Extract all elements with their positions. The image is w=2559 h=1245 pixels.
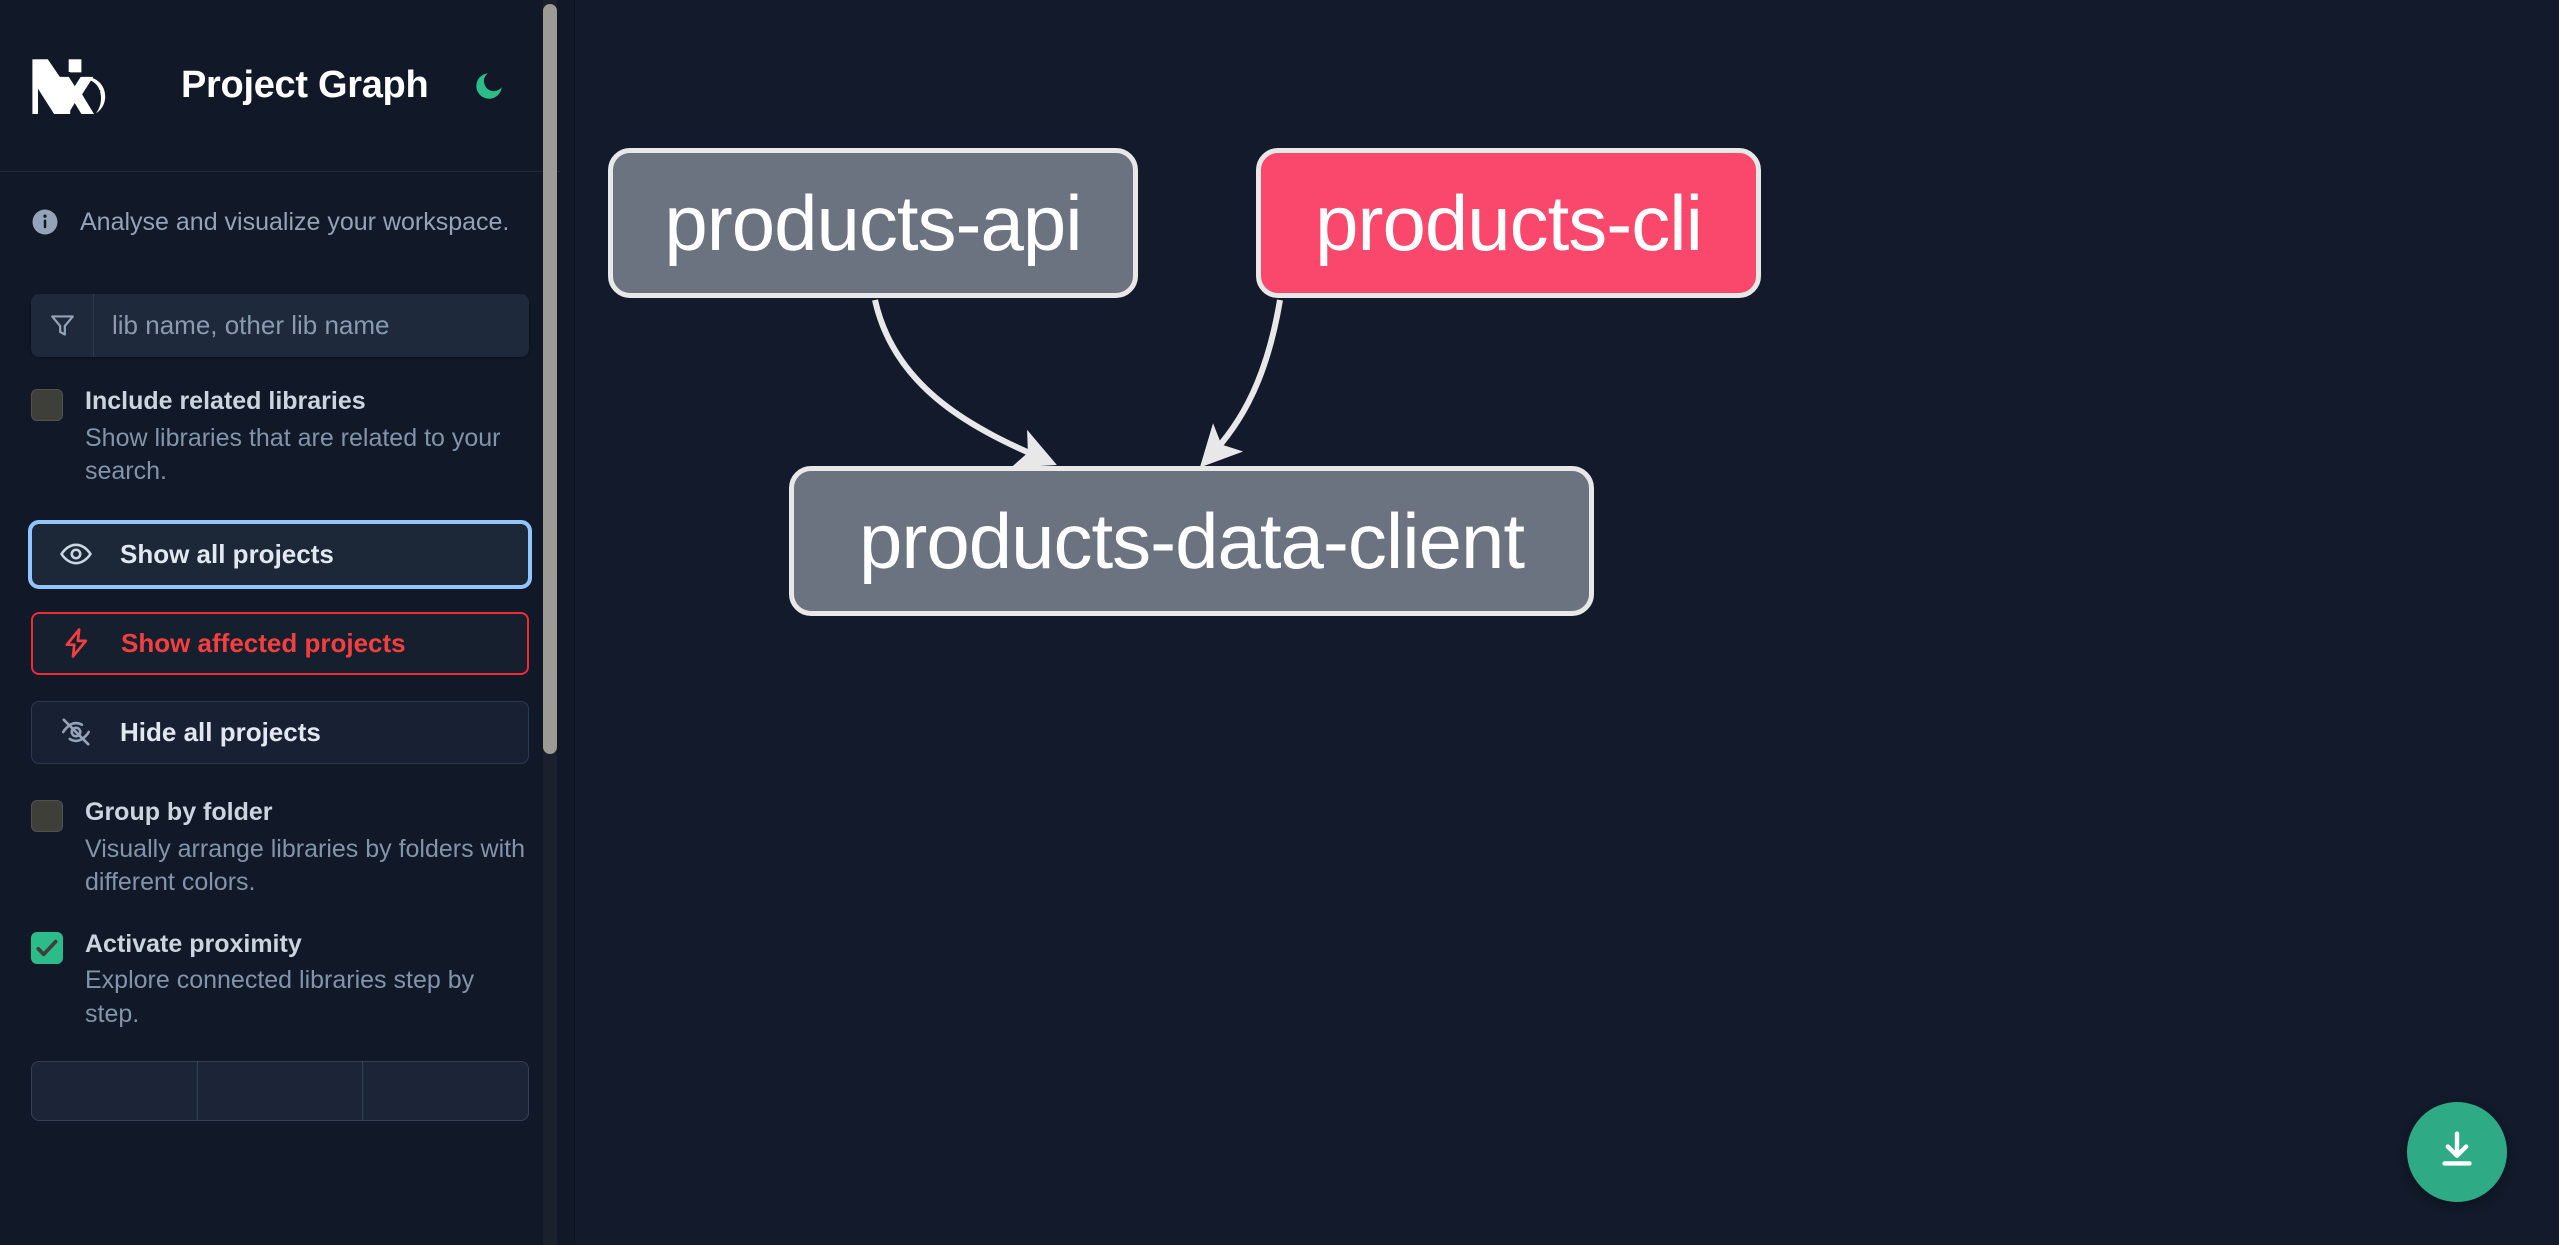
- checkbox-label-activate-proximity: Activate proximity: [85, 929, 302, 958]
- eye-off-icon: [56, 712, 96, 752]
- graph-edges: [872, 299, 1283, 468]
- checkbox-description-include-related-libraries: Show libraries that are related to your …: [85, 423, 501, 486]
- graph-canvas[interactable]: products-api products-cli products-data-…: [575, 0, 2559, 1245]
- checkbox-description-activate-proximity: Explore connected libraries step by step…: [85, 966, 475, 1028]
- show-all-projects-button[interactable]: Show all projects: [28, 519, 532, 589]
- edge-products-api-to-products-data-client: [872, 299, 1057, 468]
- hide-all-projects-label: Hide all projects: [120, 716, 321, 747]
- checkbox-activate-proximity[interactable]: [31, 931, 63, 964]
- sidebar-info-text: Analyse and visualize your workspace.: [80, 207, 510, 236]
- checkbox-row-include-related-libraries[interactable]: Include related libraries Show libraries…: [31, 385, 529, 489]
- graph-node-label-products-api: products-api: [664, 178, 1082, 267]
- graph-node-products-data-client[interactable]: products-data-client: [789, 466, 1594, 616]
- sidebar-scrollbar-track[interactable]: [543, 0, 557, 1245]
- graph-node-label-products-data-client: products-data-client: [858, 496, 1525, 585]
- moon-icon[interactable]: [468, 65, 510, 107]
- checkbox-label-group-by-folder: Group by folder: [85, 797, 273, 826]
- segmented-control-item-1[interactable]: [32, 1062, 198, 1121]
- download-icon: [2434, 1127, 2480, 1178]
- sidebar: Project Graph Analyse and visualize your…: [0, 0, 575, 1245]
- sidebar-divider: [574, 0, 575, 1245]
- filter-funnel-icon: [31, 294, 94, 357]
- segmented-control[interactable]: [31, 1061, 529, 1122]
- checkbox-group-by-folder[interactable]: [31, 799, 63, 832]
- hide-all-projects-button[interactable]: Hide all projects: [31, 700, 529, 764]
- sidebar-info-banner: Analyse and visualize your workspace.: [0, 172, 560, 272]
- graph-node-products-cli[interactable]: products-cli: [1256, 148, 1761, 298]
- eye-icon: [56, 534, 96, 574]
- checkbox-label-include-related-libraries: Include related libraries: [85, 387, 366, 415]
- show-affected-projects-button[interactable]: Show affected projects: [31, 611, 529, 675]
- segmented-control-item-3[interactable]: [363, 1062, 528, 1120]
- checkbox-row-activate-proximity[interactable]: Activate proximity Explore connected lib…: [31, 928, 529, 1032]
- search-input[interactable]: [94, 294, 529, 357]
- graph-node-products-api[interactable]: products-api: [608, 148, 1138, 298]
- lightning-bolt-icon: [57, 623, 97, 663]
- sidebar-controls: Include related libraries Show libraries…: [0, 272, 560, 1122]
- nx-logo-icon: [31, 55, 115, 117]
- info-circle-icon: [30, 207, 60, 237]
- graph-node-label-products-cli: products-cli: [1315, 178, 1703, 267]
- sidebar-header: Project Graph: [0, 0, 560, 172]
- checkbox-description-group-by-folder: Visually arrange libraries by folders wi…: [85, 834, 526, 897]
- download-button[interactable]: [2407, 1102, 2507, 1202]
- sidebar-scroll-area: Project Graph Analyse and visualize your…: [0, 0, 560, 1245]
- show-affected-projects-label: Show affected projects: [121, 627, 406, 658]
- search-field[interactable]: [31, 294, 529, 357]
- checkbox-row-group-by-folder[interactable]: Group by folder Visually arrange librari…: [31, 796, 529, 900]
- show-all-projects-label: Show all projects: [120, 538, 334, 569]
- edge-products-cli-to-products-data-client: [1199, 299, 1283, 468]
- checkbox-include-related-libraries[interactable]: [31, 389, 63, 421]
- page-title: Project Graph: [181, 64, 429, 106]
- sidebar-scrollbar-thumb[interactable]: [543, 4, 557, 754]
- segmented-control-item-2[interactable]: [198, 1062, 364, 1121]
